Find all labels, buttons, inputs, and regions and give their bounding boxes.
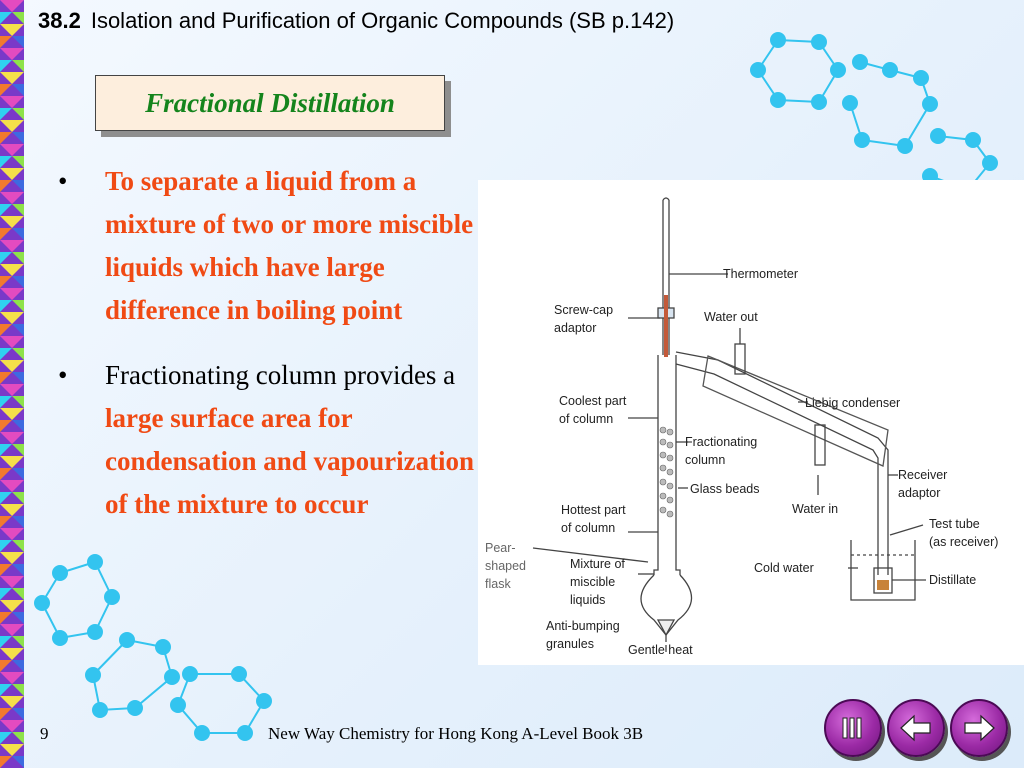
distillation-apparatus-diagram: Thermometer Screw-cap adaptor Water out … xyxy=(478,180,1024,665)
label-hottest-part: of column xyxy=(561,521,615,535)
label-water-in: Water in xyxy=(792,502,838,516)
label-cold-water: Cold water xyxy=(754,561,814,575)
slide-title: Fractional Distillation xyxy=(145,87,395,118)
label-anti-bumping: granules xyxy=(546,637,594,651)
bullet-marker: • xyxy=(58,360,68,390)
side-decoration-strip xyxy=(0,0,24,768)
label-distillate: Distillate xyxy=(929,573,976,587)
label-test-tube: (as receiver) xyxy=(929,535,998,549)
label-screw-cap: Screw-cap xyxy=(554,303,613,317)
first-slide-icon xyxy=(842,717,862,739)
label-hottest-part: Hottest part xyxy=(561,503,626,517)
label-receiver-adaptor: adaptor xyxy=(898,486,940,500)
previous-slide-button[interactable] xyxy=(887,699,945,757)
label-water-out: Water out xyxy=(704,310,758,324)
label-liebig-condenser: Liebig condenser xyxy=(805,396,900,410)
label-mixture: miscible xyxy=(570,575,615,589)
label-fractionating-column: column xyxy=(685,453,725,467)
bullet-item: • Fractionating column provides a large … xyxy=(50,354,475,526)
section-number: 38.2 xyxy=(38,8,81,33)
forward-arrow-icon xyxy=(964,714,995,742)
label-fractionating-column: Fractionating xyxy=(685,435,757,449)
page-number: 9 xyxy=(40,724,49,743)
first-slide-button[interactable] xyxy=(824,699,882,757)
label-receiver-adaptor: Receiver xyxy=(898,468,947,482)
label-coolest-part: of column xyxy=(559,412,613,426)
label-pear-flask: flask xyxy=(485,577,511,591)
label-coolest-part: Coolest part xyxy=(559,394,627,408)
highlighted-text: To separate a liquid from a mixture of t… xyxy=(105,166,474,325)
highlighted-text: large surface area for condensation and … xyxy=(105,403,475,519)
label-mixture: liquids xyxy=(570,593,605,607)
apparatus-svg: Thermometer Screw-cap adaptor Water out … xyxy=(485,197,998,657)
next-slide-button[interactable] xyxy=(950,699,1008,757)
slide-header: 38.2 Isolation and Purification of Organi… xyxy=(38,8,674,34)
book-title: New Way Chemistry for Hong Kong A-Level … xyxy=(268,724,644,743)
back-arrow-icon xyxy=(900,714,931,742)
bullet-list: • To separate a liquid from a mixture of… xyxy=(50,160,475,548)
label-glass-beads: Glass beads xyxy=(690,482,759,496)
bullet-text: To separate a liquid from a mixture of t… xyxy=(105,160,475,332)
label-pear-flask: shaped xyxy=(485,559,526,573)
label-gentle-heat: Gentle heat xyxy=(628,643,693,657)
label-mixture: Mixture of xyxy=(570,557,625,571)
section-title: Isolation and Purification of Organic Co… xyxy=(90,8,675,33)
bullet-marker: • xyxy=(58,166,68,196)
plain-text: Fractionating column provides a xyxy=(105,360,456,390)
slide-title-box: Fractional Distillation xyxy=(95,75,445,131)
label-thermometer: Thermometer xyxy=(723,267,798,281)
label-pear-flask: Pear- xyxy=(485,541,516,555)
bullet-item: • To separate a liquid from a mixture of… xyxy=(50,160,475,332)
label-test-tube: Test tube xyxy=(929,517,980,531)
label-anti-bumping: Anti-bumping xyxy=(546,619,620,633)
bullet-text: Fractionating column provides a large su… xyxy=(105,354,475,526)
label-screw-cap: adaptor xyxy=(554,321,596,335)
